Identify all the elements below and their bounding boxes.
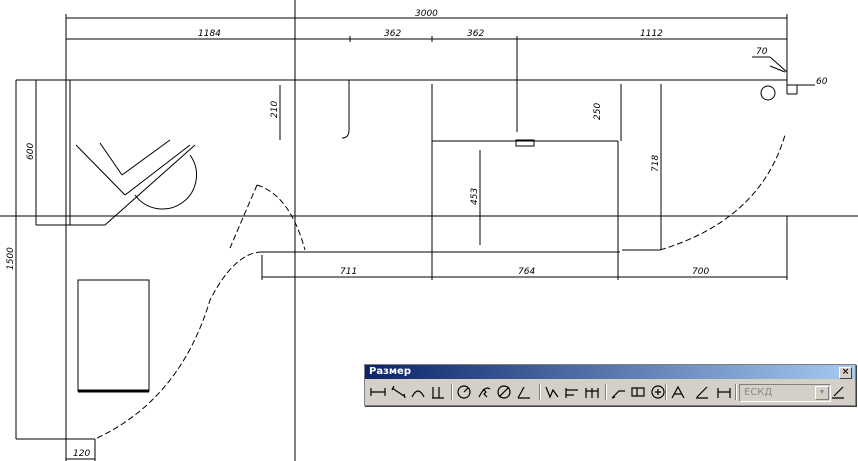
dimension-style-button[interactable]: [829, 383, 847, 401]
dim-453: 453: [470, 188, 480, 205]
dim-210: 210: [270, 101, 280, 118]
dimension-edit-icon: [671, 385, 685, 399]
dim-total: 3000: [415, 9, 438, 19]
center-mark-button[interactable]: [649, 383, 667, 401]
dim-764: 764: [518, 267, 535, 277]
dimension-update-icon: [717, 388, 731, 398]
ordinate-dimension-button[interactable]: [429, 383, 447, 401]
arc-length-dimension-button[interactable]: [409, 383, 427, 401]
toolbar-separator: [605, 384, 607, 400]
leader-button[interactable]: [609, 383, 627, 401]
dim-711: 711: [340, 267, 357, 277]
appliance-rect: [77, 279, 150, 392]
dim-1184: 1184: [198, 29, 221, 39]
tolerance-icon: [631, 387, 645, 397]
toolbar-separator: [451, 384, 453, 400]
dim-120: 120: [73, 449, 90, 459]
dim-600: 600: [26, 143, 36, 160]
radius-dimension-button[interactable]: [455, 383, 473, 401]
dim-70: 70: [756, 47, 768, 57]
dimension-text-edit-button[interactable]: [693, 383, 711, 401]
quick-dimension-icon: [545, 386, 559, 399]
center-mark-icon: [651, 385, 665, 399]
diameter-dimension-icon: [497, 385, 511, 399]
dim-1500: 1500: [6, 247, 16, 270]
close-button[interactable]: ×: [839, 367, 852, 379]
baseline-dimension-button[interactable]: [563, 383, 581, 401]
dim-362-b: 362: [467, 29, 484, 39]
aligned-dimension-icon: [391, 385, 406, 399]
aligned-dimension-button[interactable]: [389, 383, 407, 401]
leader-icon: [611, 390, 625, 399]
dimension-text-edit-icon: [696, 386, 708, 399]
continue-dimension-icon: [585, 388, 599, 398]
angular-dimension-button[interactable]: [515, 383, 533, 401]
dim-1112: 1112: [640, 29, 663, 39]
dim-250: 250: [593, 103, 603, 120]
ordinate-dimension-icon: [432, 387, 444, 399]
arc-length-dimension-icon: [411, 390, 425, 398]
toolbar-separator: [735, 384, 737, 400]
dimension-style-icon: [832, 386, 844, 399]
chevron-down-icon[interactable]: ▼: [815, 386, 829, 400]
dimension-toolbar[interactable]: Размер × ЕСКД ▼: [364, 364, 856, 406]
toolbar-separator: [539, 384, 541, 400]
toolbar-title-bar[interactable]: Размер ×: [365, 365, 855, 379]
baseline-dimension-icon: [565, 388, 578, 398]
angular-dimension-icon: [517, 386, 530, 399]
dimension-update-button[interactable]: [715, 383, 733, 401]
linear-dimension-button[interactable]: [369, 383, 387, 401]
radius-dimension-icon: [457, 385, 471, 399]
toolbar-title: Размер: [369, 366, 412, 377]
dim-718: 718: [651, 155, 661, 172]
jogged-dimension-button[interactable]: [475, 383, 493, 401]
jogged-dimension-icon: [478, 387, 491, 398]
continue-dimension-button[interactable]: [583, 383, 601, 401]
diameter-dimension-button[interactable]: [495, 383, 513, 401]
dim-60: 60: [816, 77, 828, 87]
dim-700: 700: [692, 267, 709, 277]
tolerance-button[interactable]: [629, 383, 647, 401]
dim-362-a: 362: [384, 29, 401, 39]
toolbar-separator: [665, 384, 667, 400]
quick-dimension-button[interactable]: [543, 383, 561, 401]
dimension-style-select[interactable]: ЕСКД ▼: [739, 384, 831, 402]
dimension-edit-button[interactable]: [669, 383, 687, 401]
linear-dimension-icon: [370, 388, 386, 396]
